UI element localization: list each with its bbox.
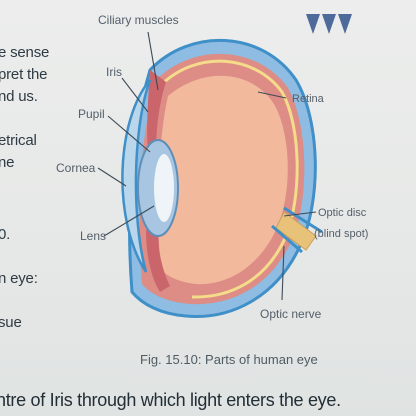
label-iris: Iris	[106, 65, 122, 79]
ciliary-body	[147, 70, 166, 150]
optic-nerve	[275, 211, 317, 251]
text-fragment: sue	[0, 314, 22, 331]
leader-lines	[97, 31, 317, 301]
label-pupil: Pupil	[78, 107, 105, 121]
label-retina: Retina	[292, 93, 325, 105]
text-fragment: 0.	[0, 226, 11, 243]
ciliary-body-lower	[146, 230, 170, 292]
text-fragment: n eye:	[0, 270, 38, 287]
text-fragment: etrical	[0, 132, 37, 149]
body-text-bottom: ntre of Iris through which light enters …	[0, 390, 341, 410]
label-cornea: Cornea	[56, 161, 96, 175]
text-fragment: pret the	[0, 66, 48, 83]
label-blind-spot: (blind spot)	[314, 228, 368, 240]
label-optic-nerve: Optic nerve	[260, 307, 322, 321]
vitreous-body	[158, 75, 288, 285]
label-optic-disc: Optic disc	[318, 207, 367, 219]
optic-nerve-sheath	[271, 206, 323, 254]
text-fragment: e sense	[0, 44, 50, 61]
cornea	[121, 79, 152, 273]
text-fragment: nd us.	[0, 88, 38, 105]
triangle-marker-icon	[306, 14, 320, 34]
triangle-marker-icon	[338, 14, 352, 34]
label-lens: Lens	[80, 229, 106, 243]
label-ciliary-muscles: Ciliary muscles	[98, 13, 179, 27]
triangle-marker-icon	[322, 14, 336, 34]
pupil-shine	[154, 154, 174, 222]
retina-line	[158, 59, 299, 299]
figure-caption: Fig. 15.10: Parts of human eye	[140, 352, 318, 367]
text-fragment: ne	[0, 154, 15, 171]
